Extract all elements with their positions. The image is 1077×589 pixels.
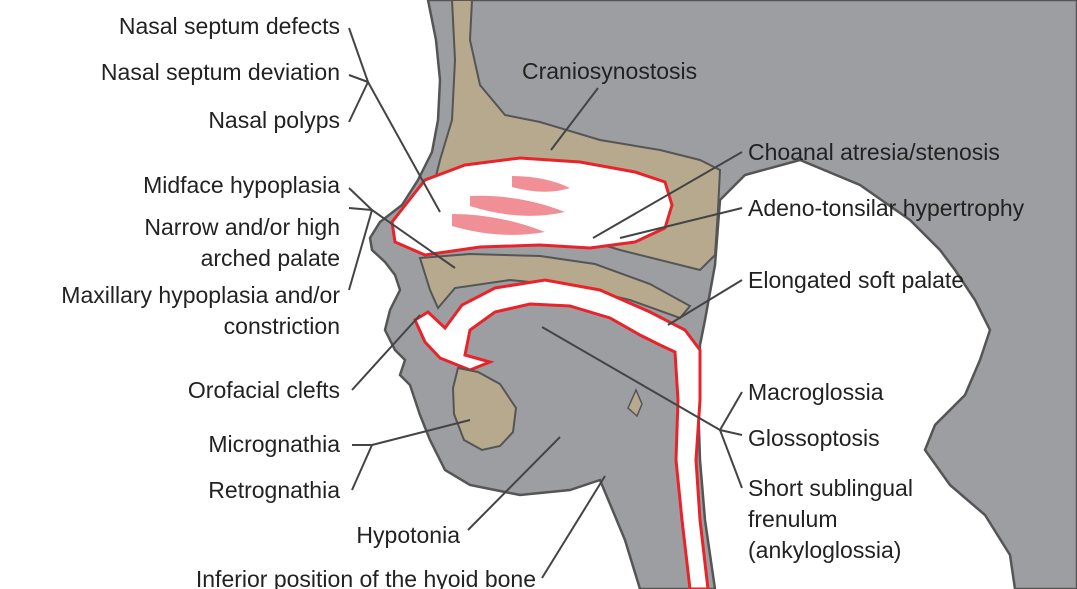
leader-maxillary — [349, 210, 372, 290]
label-choanal-atresia: Choanal atresia/stenosis — [748, 139, 1000, 165]
leader-glossoptosis — [720, 430, 742, 435]
label-adeno-tonsilar: Adeno-tonsilar hypertrophy — [748, 195, 1025, 221]
label-glossoptosis: Glossoptosis — [748, 425, 880, 451]
label-elongated-soft-palate: Elongated soft palate — [748, 267, 964, 293]
label-retrognathia: Retrognathia — [208, 477, 340, 503]
leader-jaw-bracket — [352, 445, 372, 490]
label-frenulum-line2: frenulum — [748, 506, 837, 532]
label-narrow-palate-line2: arched palate — [201, 245, 340, 271]
label-macroglossia: Macroglossia — [748, 379, 884, 405]
leader-nasal-to-septum — [368, 82, 440, 212]
label-frenulum-line3: (ankyloglossia) — [748, 537, 901, 563]
label-hyoid: Inferior position of the hyoid bone — [196, 566, 536, 589]
leader-tongue-bracket — [720, 392, 742, 488]
label-nasal-septum-deviation: Nasal septum deviation — [101, 59, 340, 85]
label-midface-hypoplasia: Midface hypoplasia — [143, 172, 340, 198]
label-nasal-septum-defects: Nasal septum defects — [119, 13, 340, 39]
label-maxillary-line2: constriction — [224, 313, 340, 339]
label-micrognathia: Micrognathia — [208, 431, 340, 457]
label-maxillary-line1: Maxillary hypoplasia and/or — [61, 282, 340, 308]
label-craniosynostosis: Craniosynostosis — [522, 58, 697, 84]
label-frenulum-line1: Short sublingual — [748, 475, 913, 501]
leader-midface — [349, 188, 372, 210]
label-nasal-polyps: Nasal polyps — [208, 107, 340, 133]
label-orofacial-clefts: Orofacial clefts — [188, 377, 340, 403]
leader-narrow-palate — [349, 208, 372, 210]
label-hypotonia: Hypotonia — [356, 522, 460, 548]
label-narrow-palate-line1: Narrow and/or high — [144, 214, 340, 240]
